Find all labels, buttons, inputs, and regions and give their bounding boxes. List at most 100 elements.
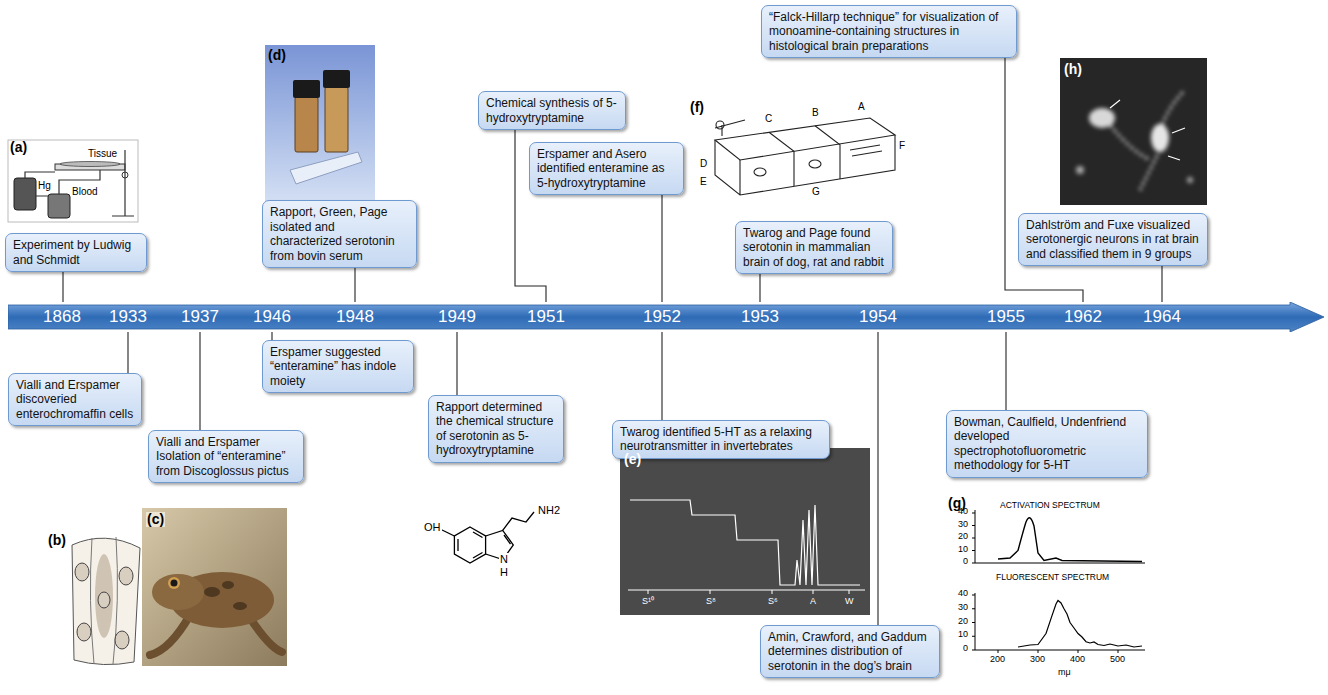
axis-tick: 300 bbox=[1030, 655, 1045, 665]
bath-apparatus bbox=[716, 121, 724, 129]
bath-apparatus bbox=[809, 160, 821, 168]
leader-line bbox=[759, 274, 760, 302]
trace-mark: A bbox=[810, 597, 816, 607]
axis-tick: 30 bbox=[958, 520, 968, 530]
atom-label: N bbox=[499, 553, 509, 565]
event-text: Twarog identified 5-HT as a relaxing neu… bbox=[620, 425, 822, 454]
year-label: 1951 bbox=[527, 308, 565, 327]
event-text: Experiment by Ludwig and Schmidt bbox=[13, 238, 139, 267]
micrograph bbox=[1060, 58, 1207, 205]
micrograph bbox=[1076, 166, 1084, 174]
part-label: Tissue bbox=[88, 148, 117, 159]
leader-line bbox=[1161, 266, 1162, 302]
apparatus-drawing bbox=[122, 172, 128, 178]
axis-tick: 500 bbox=[1110, 655, 1125, 665]
leader-line bbox=[877, 332, 878, 625]
bath-apparatus bbox=[715, 118, 895, 195]
spectrum-chart bbox=[972, 593, 1145, 650]
chart-title: ACTIVATION SPECTRUM bbox=[1000, 501, 1100, 510]
event-text: Erspamer and Asero identified enteramine… bbox=[537, 147, 676, 190]
year-label: 1953 bbox=[741, 308, 779, 327]
muscle-trace bbox=[620, 448, 870, 615]
event-box: “Falck-Hillarp technique” for visualizat… bbox=[761, 5, 1017, 58]
cell-drawing bbox=[72, 537, 140, 665]
year-label: 1962 bbox=[1064, 308, 1102, 327]
axis-tick: 400 bbox=[1070, 655, 1085, 665]
cell-drawing bbox=[119, 567, 133, 585]
event-text: Chemical synthesis of 5-hydroxytryptamin… bbox=[486, 96, 618, 125]
spectrum-chart bbox=[998, 650, 1118, 653]
micrograph bbox=[1151, 124, 1169, 152]
vials-photo bbox=[293, 80, 320, 98]
event-box: Erspamer suggested “enteramine” has indo… bbox=[262, 340, 414, 393]
chemical-structure bbox=[503, 512, 534, 530]
panel-letter: (b) bbox=[48, 533, 66, 548]
year-label: 1946 bbox=[253, 308, 291, 327]
bath-apparatus bbox=[715, 118, 895, 160]
event-text: Dahlström and Fuxe visualized serotonerg… bbox=[1026, 218, 1200, 261]
part-label: B bbox=[812, 107, 819, 118]
axis-tick: 20 bbox=[958, 617, 968, 627]
event-box: Twarog and Page found serotonin in mamma… bbox=[735, 221, 893, 274]
event-text: Twarog and Page found serotonin in mamma… bbox=[743, 226, 885, 269]
leader-line bbox=[199, 332, 200, 430]
year-label: 1868 bbox=[43, 308, 81, 327]
cell-drawing bbox=[90, 537, 117, 664]
micrograph bbox=[1187, 177, 1193, 183]
event-text: Rapport determined the chemical structur… bbox=[436, 400, 556, 458]
event-box: Amin, Crawford, and Gaddum determines di… bbox=[760, 625, 940, 678]
axis-tick: 40 bbox=[958, 507, 968, 517]
year-label: 1952 bbox=[643, 308, 681, 327]
frog-photo bbox=[168, 577, 180, 589]
event-box: Dahlström and Fuxe visualized serotonerg… bbox=[1018, 213, 1208, 266]
event-box: Twarog identified 5-HT as a relaxing neu… bbox=[612, 420, 830, 459]
atom-label: NH2 bbox=[537, 504, 561, 516]
event-text: “Falck-Hillarp technique” for visualizat… bbox=[769, 10, 1009, 53]
vials-photo bbox=[265, 45, 375, 205]
frog-photo bbox=[142, 508, 287, 666]
bath-apparatus bbox=[754, 168, 766, 176]
part-label: C bbox=[765, 113, 772, 124]
part-label: A bbox=[858, 101, 865, 112]
timeline-arrow bbox=[8, 302, 1324, 332]
event-text: Bowman, Caulfield, Undenfriend developed… bbox=[954, 415, 1140, 473]
axis-unit: mμ bbox=[1058, 668, 1071, 678]
axis-tick: 0 bbox=[963, 644, 968, 654]
leader-line bbox=[661, 332, 662, 420]
year-label: 1948 bbox=[336, 308, 374, 327]
chart-title: FLUORESCENT SPECTRUM bbox=[996, 573, 1109, 582]
year-label: 1937 bbox=[181, 308, 219, 327]
year-label: 1933 bbox=[109, 308, 147, 327]
axis-tick: 10 bbox=[958, 545, 968, 555]
event-box: Vialli and Erspamer Isolation of “entera… bbox=[148, 430, 304, 483]
chemical-structure bbox=[440, 529, 454, 536]
trace-mark: W bbox=[845, 597, 854, 607]
apparatus-drawing bbox=[48, 194, 70, 218]
atom-label: H bbox=[499, 566, 509, 578]
chemical-structure bbox=[454, 527, 485, 563]
leader-line bbox=[354, 268, 355, 302]
event-box: Experiment by Ludwig and Schmidt bbox=[5, 233, 147, 272]
bath-apparatus bbox=[850, 145, 882, 156]
bath-apparatus bbox=[715, 135, 895, 195]
vials-photo bbox=[265, 45, 375, 205]
event-box: Rapport, Green, Page isolated and charac… bbox=[262, 200, 417, 268]
leader-line bbox=[62, 272, 63, 302]
micrograph bbox=[1076, 90, 1193, 190]
part-label: D bbox=[700, 158, 707, 169]
event-box: Erspamer and Asero identified enteramine… bbox=[529, 142, 684, 195]
event-text: Amin, Crawford, and Gaddum determines di… bbox=[768, 630, 932, 673]
cell-drawing bbox=[95, 554, 113, 638]
event-box: Rapport determined the chemical structur… bbox=[428, 395, 564, 463]
vials-photo bbox=[295, 97, 318, 152]
leader-line bbox=[271, 332, 272, 340]
year-label: 1955 bbox=[987, 308, 1025, 327]
chemical-structure bbox=[458, 532, 483, 558]
part-label: G bbox=[812, 186, 820, 197]
leader-line bbox=[456, 332, 457, 395]
panel-letter: (a) bbox=[10, 140, 27, 155]
chemical-structure bbox=[440, 512, 534, 563]
frog-photo bbox=[204, 587, 220, 597]
event-box: Bowman, Caulfield, Undenfriend developed… bbox=[946, 410, 1148, 478]
